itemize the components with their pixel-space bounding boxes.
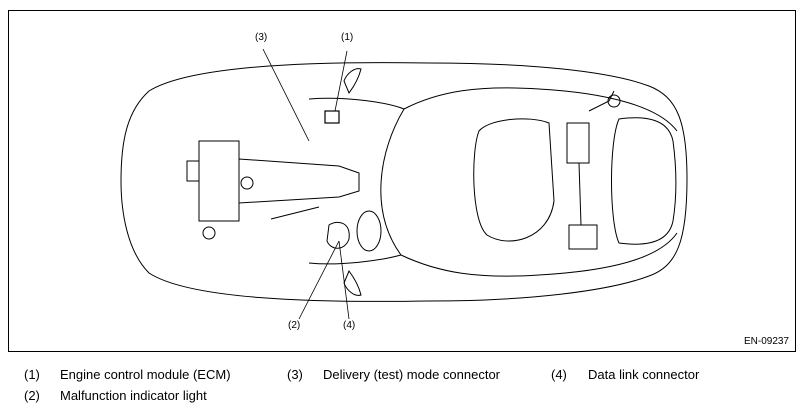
car-body-outline (120, 62, 688, 302)
canister (566, 122, 590, 164)
windshield-line (308, 97, 405, 265)
callout-3: (3) (255, 32, 268, 43)
filler-cap (607, 94, 621, 108)
legend-num-1: (1) (24, 367, 40, 382)
dash-pod (326, 221, 350, 249)
fuel-line-loop (473, 118, 555, 242)
fuel-pump (568, 224, 598, 250)
legend-label-2: Malfunction indicator light (60, 388, 207, 403)
leader-line-2 (298, 240, 340, 320)
roof-front-line (403, 87, 540, 110)
leader-line-4 (338, 240, 350, 320)
roof-rear-line (400, 254, 540, 277)
legend-num-4: (4) (551, 367, 567, 382)
right-mirror (343, 269, 362, 296)
front-fitting (202, 226, 216, 240)
callout-4: (4) (343, 320, 356, 331)
engine-block (198, 140, 240, 222)
leader-line-1 (334, 50, 348, 112)
legend-label-4: Data link connector (588, 367, 700, 382)
legend-label-3: Delivery (test) mode connector (323, 367, 501, 382)
rear-window (611, 117, 677, 245)
legend-num-3: (3) (287, 367, 303, 382)
ecm-box (324, 110, 340, 124)
figure-id: EN-09237 (743, 336, 789, 347)
roof-outline (538, 88, 678, 276)
legend-num-2: (2) (24, 388, 40, 403)
drive-shaft (270, 206, 320, 220)
leader-line-3 (262, 48, 310, 142)
vehicle-top-view-illustration (120, 48, 688, 320)
steering-column (356, 210, 382, 252)
fuel-pipe (578, 90, 615, 226)
diagram-frame: (3) (1) (2) (4) EN-09237 (8, 10, 796, 352)
transmission (238, 158, 360, 204)
engine-pulley (240, 176, 254, 190)
callout-2: (2) (288, 320, 301, 331)
callout-1: (1) (341, 32, 354, 43)
engine-head (186, 160, 200, 182)
left-mirror (343, 68, 362, 95)
legend-label-1: Engine control module (ECM) (60, 367, 231, 382)
